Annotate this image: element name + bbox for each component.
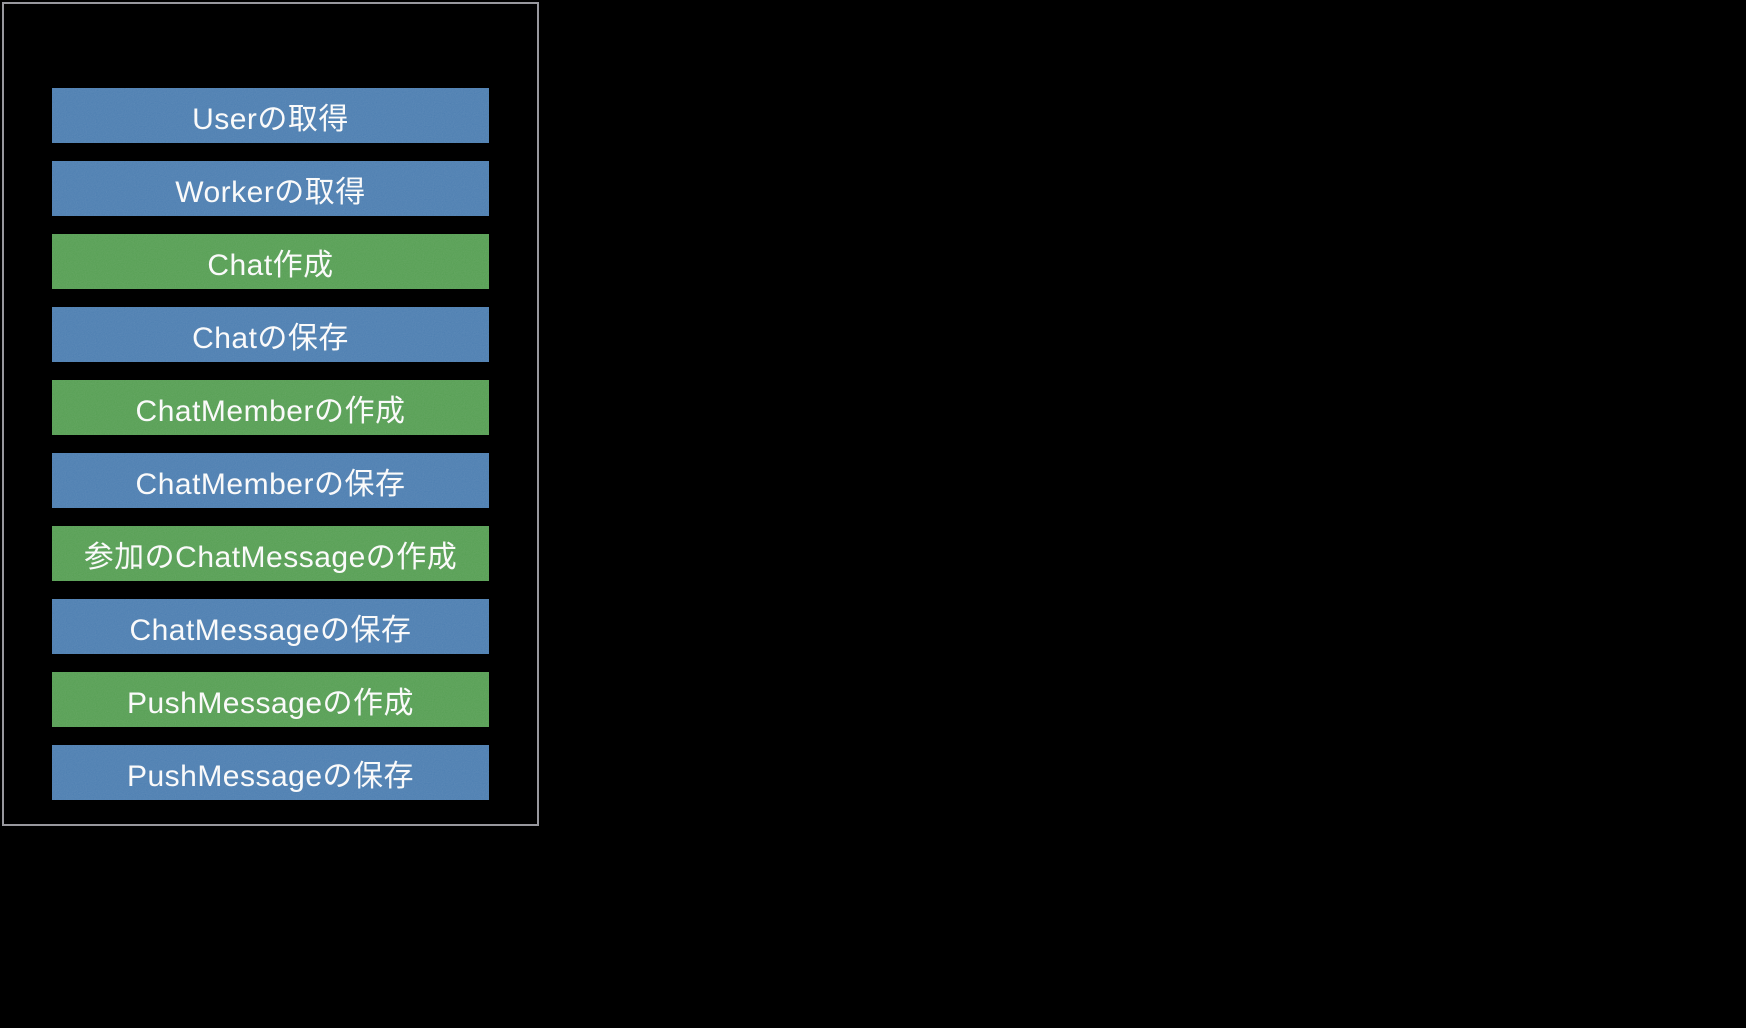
step-bar-1: Userの取得 <box>52 88 489 143</box>
step-label: Chatの保存 <box>192 321 349 355</box>
step-bar-8: ChatMessageの保存 <box>52 599 489 654</box>
step-bar-6: ChatMemberの保存 <box>52 453 489 508</box>
steps-list: Userの取得 Workerの取得 Chat作成 Chatの保存 <box>4 4 537 800</box>
step-label: ChatMemberの作成 <box>135 394 406 428</box>
step-label: Userの取得 <box>192 102 349 136</box>
step-label: Workerの取得 <box>175 175 366 209</box>
step-label: 参加のChatMessageの作成 <box>83 540 458 574</box>
step-label: PushMessageの作成 <box>126 686 415 720</box>
step-label: PushMessageの保存 <box>126 759 415 793</box>
step-bar-4: Chatの保存 <box>52 307 489 362</box>
step-bar-2: Workerの取得 <box>52 161 489 216</box>
step-bar-9: PushMessageの作成 <box>52 672 489 727</box>
step-label: Chat作成 <box>207 248 334 282</box>
step-bar-7: 参加のChatMessageの作成 <box>52 526 489 581</box>
steps-panel: Userの取得 Workerの取得 Chat作成 Chatの保存 <box>2 2 539 826</box>
step-label: ChatMemberの保存 <box>135 467 406 501</box>
step-bar-10: PushMessageの保存 <box>52 745 489 800</box>
step-bar-3: Chat作成 <box>52 234 489 289</box>
step-label: ChatMessageの保存 <box>129 613 412 647</box>
step-bar-5: ChatMemberの作成 <box>52 380 489 435</box>
